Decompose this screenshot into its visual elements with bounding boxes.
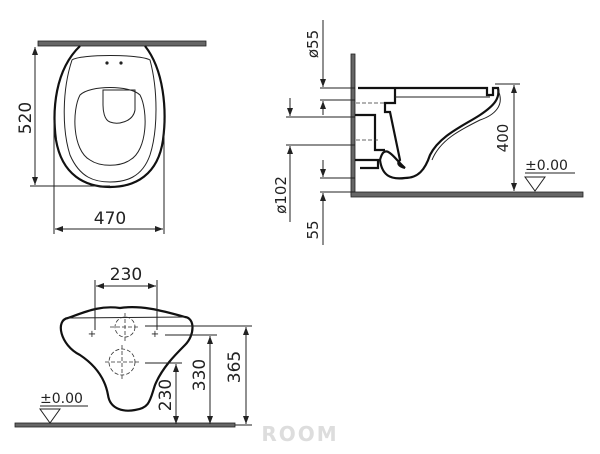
floor-level-label: ±0.00 bbox=[525, 158, 568, 174]
fixing-hole bbox=[119, 61, 123, 65]
height-label: 400 bbox=[494, 124, 512, 153]
fixing-height-label: 330 bbox=[190, 359, 210, 391]
floor-section bbox=[350, 191, 584, 198]
seat-outline bbox=[63, 55, 157, 183]
bowl-outline bbox=[53, 45, 166, 189]
level-marker-icon bbox=[524, 176, 546, 192]
inlet-height-label: 365 bbox=[225, 351, 245, 383]
waste-height-label: 230 bbox=[156, 379, 176, 411]
inlet-diameter-label: ø55 bbox=[304, 30, 322, 58]
offset-label: 55 bbox=[304, 220, 322, 239]
wall-bar bbox=[37, 40, 207, 47]
top-view: 520 470 bbox=[16, 40, 207, 234]
wall-section bbox=[350, 53, 356, 196]
waste-diameter-label: ø102 bbox=[272, 176, 290, 214]
fixing-point-icon: + bbox=[151, 329, 159, 340]
rear-view: + + 230 365 330 230 ±0.00 bbox=[14, 265, 252, 428]
fixing-point-icon: + bbox=[88, 329, 96, 340]
depth-label: 520 bbox=[16, 102, 36, 134]
watermark-logo: ROOM bbox=[261, 422, 338, 446]
fixing-hole bbox=[105, 61, 109, 65]
seat-opening bbox=[74, 87, 146, 166]
floor-bar bbox=[14, 422, 236, 428]
width-label: 470 bbox=[94, 209, 126, 229]
pan-outline bbox=[59, 306, 194, 412]
bowl-opening bbox=[102, 89, 136, 124]
side-view: ø55 ø102 55 400 ±0.00 bbox=[272, 20, 584, 245]
floor-level-label: ±0.00 bbox=[40, 391, 83, 407]
level-marker-icon bbox=[39, 408, 61, 424]
fixing-spacing-label: 230 bbox=[110, 265, 142, 285]
